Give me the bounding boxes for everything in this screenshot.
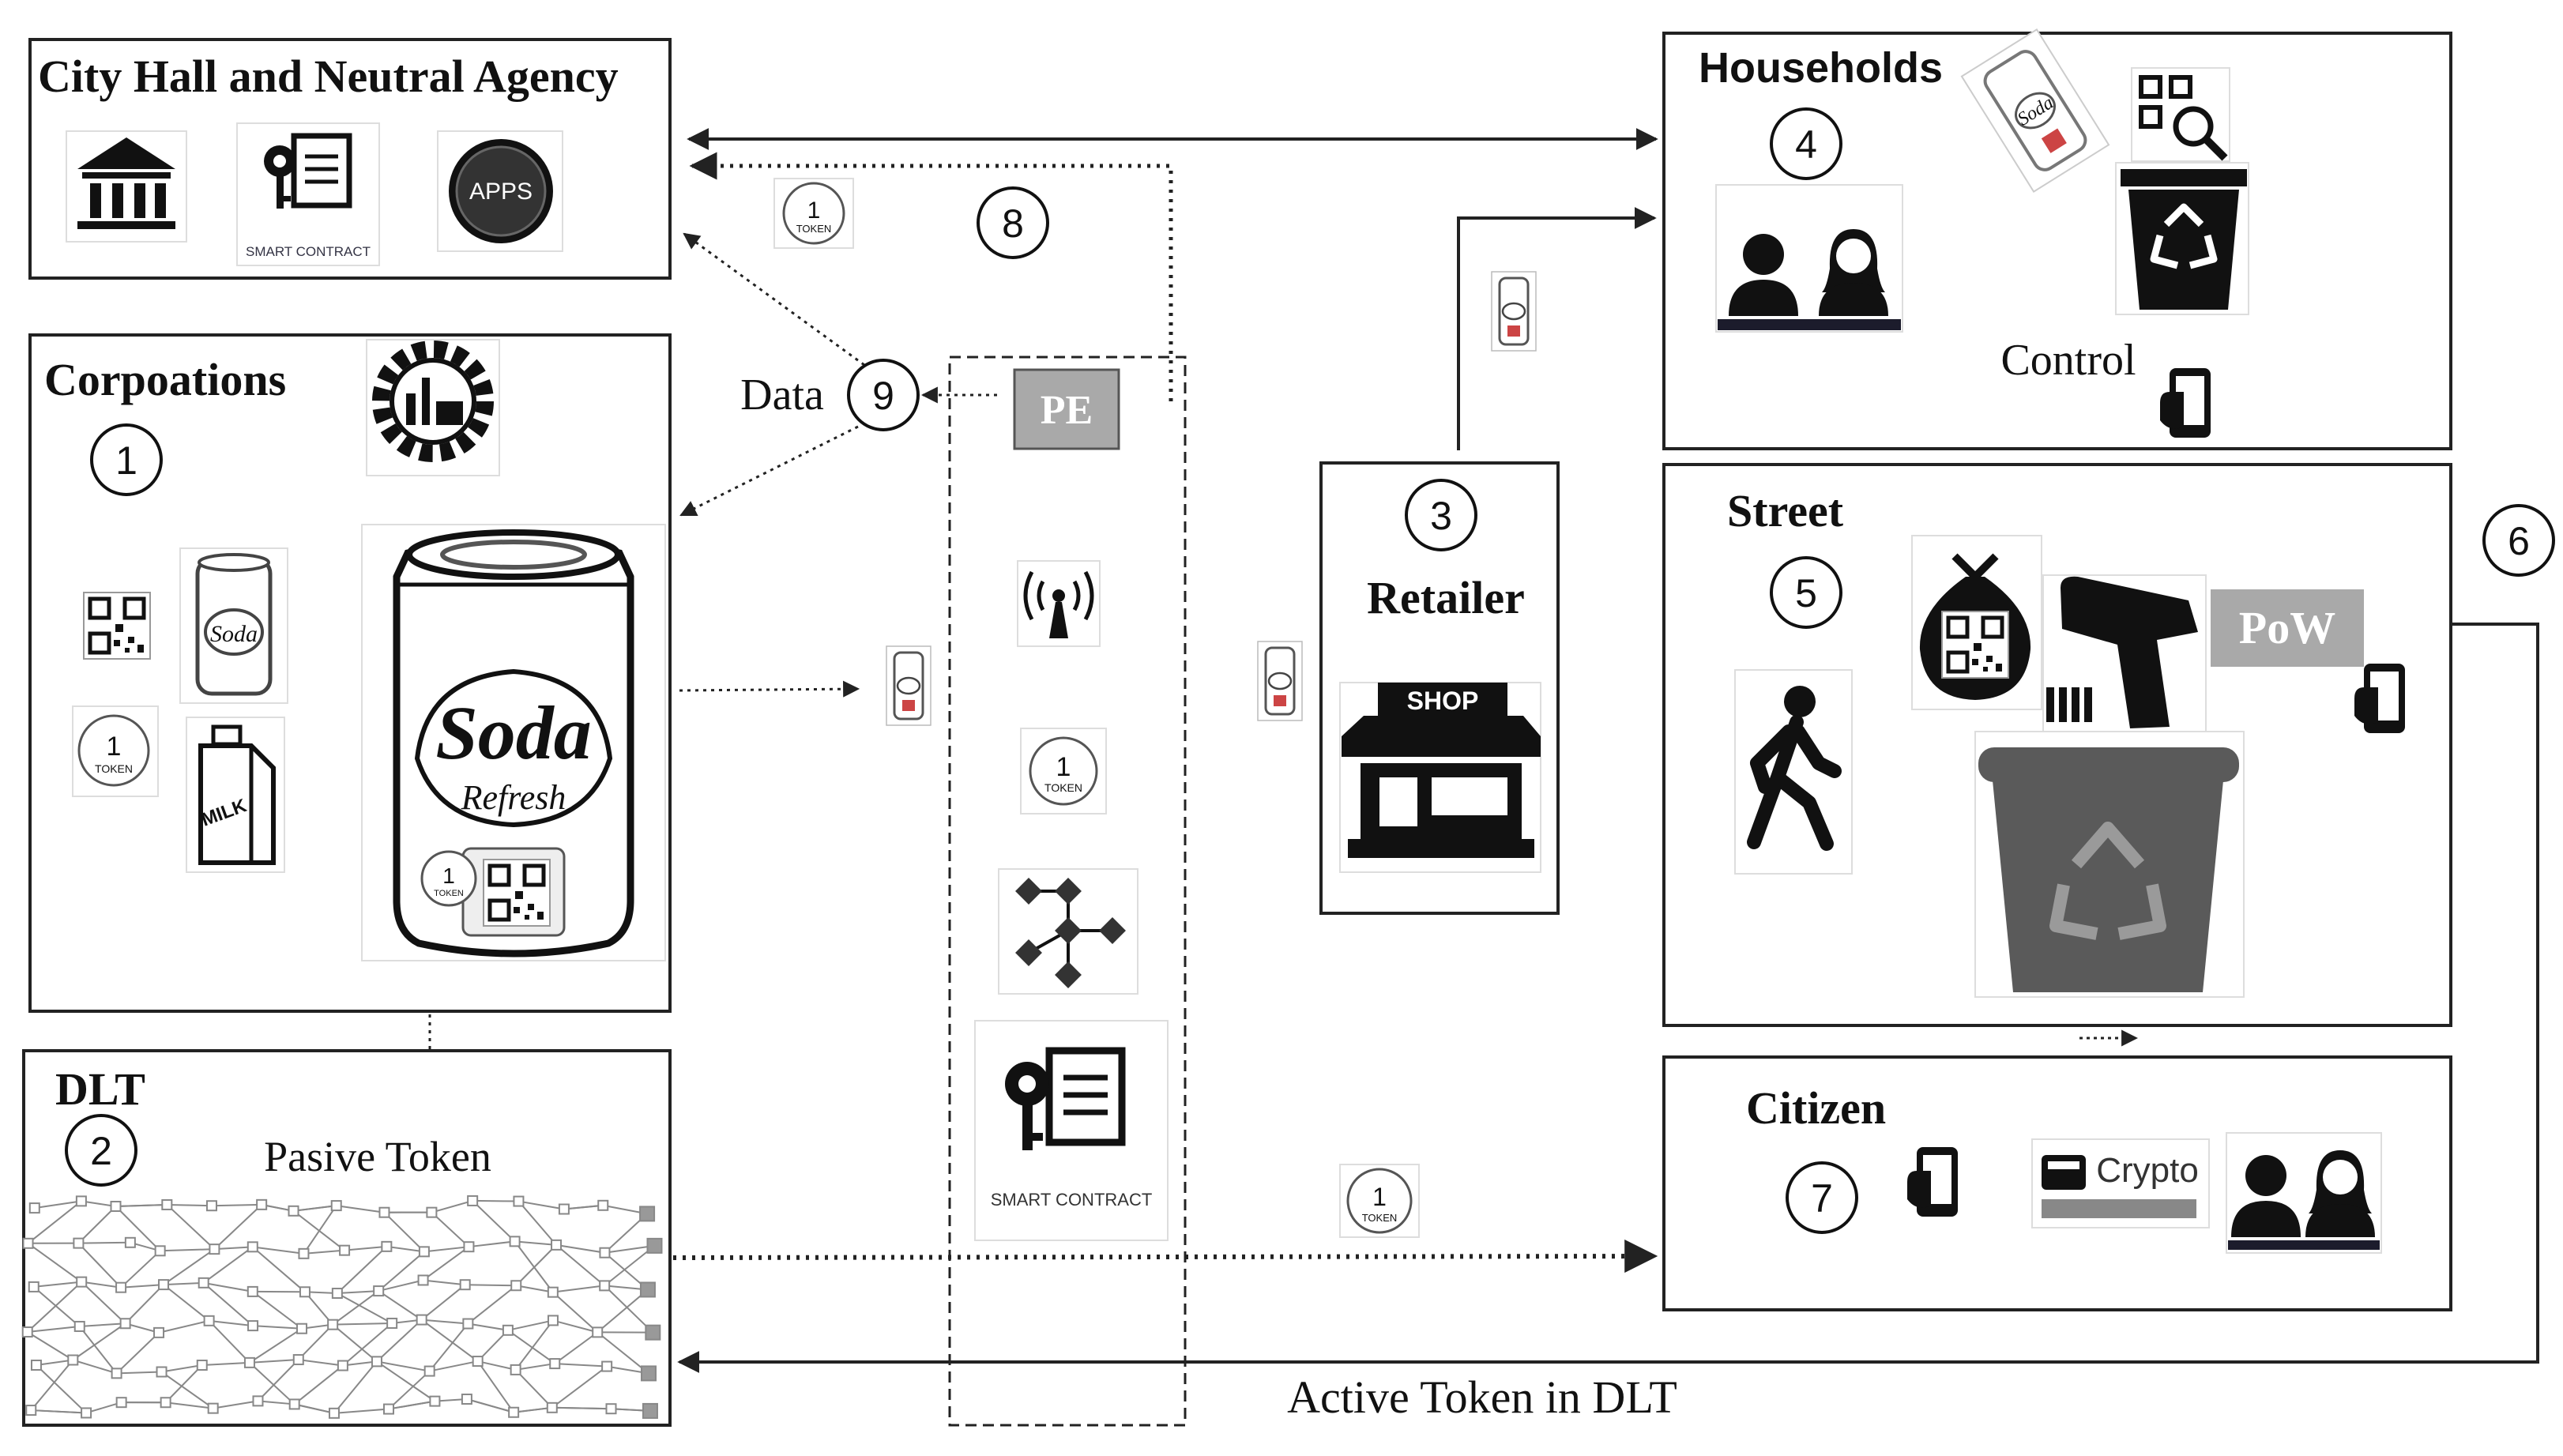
citizen-people-icon bbox=[2226, 1132, 2382, 1254]
milk-carton-icon: MILK bbox=[186, 717, 285, 873]
soda-can-small-icon: Soda bbox=[179, 547, 288, 704]
svg-text:Soda: Soda bbox=[210, 621, 258, 647]
can-icon-retailer-flow bbox=[1256, 640, 1304, 722]
svg-text:Refresh: Refresh bbox=[461, 778, 566, 817]
blockchain-nodes-icon bbox=[998, 868, 1138, 995]
svg-text:TOKEN: TOKEN bbox=[95, 762, 133, 775]
apps-icon: APPS bbox=[437, 130, 563, 252]
arrow-retailer-households bbox=[1457, 207, 1657, 450]
svg-text:8: 8 bbox=[1002, 201, 1024, 246]
step-1: 1 bbox=[90, 423, 163, 496]
can-icon-corporations-flow bbox=[885, 645, 932, 727]
retailer-title: Retailer bbox=[1367, 572, 1525, 623]
svg-text:1: 1 bbox=[1372, 1183, 1387, 1211]
svg-text:4: 4 bbox=[1795, 122, 1817, 167]
recycle-bin-icon bbox=[2115, 162, 2249, 315]
svg-text:SMART CONTRACT: SMART CONTRACT bbox=[246, 244, 371, 259]
arrow-active-token-loop bbox=[677, 623, 2539, 1373]
step-8: 8 bbox=[977, 186, 1049, 259]
svg-text:SHOP: SHOP bbox=[1407, 687, 1479, 715]
street-title: Street bbox=[1727, 485, 1844, 536]
svg-text:Soda: Soda bbox=[435, 690, 591, 775]
household-people-icon bbox=[1715, 184, 1903, 333]
connectors bbox=[421, 128, 2539, 1373]
step-5: 5 bbox=[1770, 556, 1842, 629]
step-2: 2 bbox=[65, 1114, 137, 1187]
shop-icon: SHOP bbox=[1339, 682, 1541, 873]
arrow-corporations-can bbox=[679, 680, 860, 698]
box-retailer: 3 Retailer SHOP bbox=[1319, 461, 1560, 915]
token-icon-corporations: 1 TOKEN bbox=[72, 705, 159, 797]
street-recycle-bin-icon bbox=[1974, 731, 2245, 998]
qr-search-icon bbox=[2131, 67, 2230, 162]
control-label: Control bbox=[2000, 336, 2136, 385]
step-7: 7 bbox=[1786, 1161, 1858, 1234]
households-title: Households bbox=[1699, 44, 1943, 92]
factory-gear-icon bbox=[366, 339, 500, 476]
crypto-wallet-icon: Crypto bbox=[2031, 1138, 2210, 1228]
svg-text:APPS: APPS bbox=[469, 179, 533, 205]
arrow-data-cityhall bbox=[683, 232, 865, 367]
box-street: Street 5 PoW bbox=[1662, 463, 2452, 1027]
svg-text:TOKEN: TOKEN bbox=[434, 889, 464, 898]
arrow-dlt-citizen bbox=[672, 1240, 1658, 1274]
blockchain-network-graphic bbox=[21, 1195, 663, 1419]
svg-text:3: 3 bbox=[1430, 494, 1452, 538]
data-label: Data bbox=[740, 371, 824, 419]
svg-text:PoW: PoW bbox=[2239, 602, 2335, 653]
token-icon-step8: 1 TOKEN bbox=[773, 178, 854, 249]
active-token-label: Active Token in DLT bbox=[1287, 1371, 1677, 1423]
svg-text:1: 1 bbox=[115, 438, 137, 483]
svg-text:TOKEN: TOKEN bbox=[1044, 781, 1082, 794]
svg-text:1: 1 bbox=[107, 732, 122, 762]
smart-contract-icon-pe: SMART CONTRACT bbox=[974, 1020, 1169, 1241]
step-9: 9 bbox=[847, 359, 920, 431]
box-citizen: Citizen 7 Crypto bbox=[1662, 1055, 2452, 1311]
svg-text:9: 9 bbox=[872, 374, 894, 418]
citizen-title: Citizen bbox=[1746, 1082, 1886, 1134]
box-dlt: DLT 2 Pasive Token bbox=[21, 1049, 672, 1427]
svg-text:7: 7 bbox=[1811, 1176, 1833, 1221]
arrow-data-corporations bbox=[679, 425, 859, 517]
arrow-step8-to-cityhall bbox=[689, 152, 1173, 401]
svg-text:Crypto: Crypto bbox=[2096, 1151, 2199, 1190]
soda-can-tilted-icon: Soda bbox=[1960, 28, 2110, 193]
corporations-title: Corpoations bbox=[44, 354, 286, 405]
svg-text:6: 6 bbox=[2508, 519, 2530, 563]
svg-text:2: 2 bbox=[90, 1129, 112, 1173]
box-corporations: Corpoations 1 Soda 1 TOKEN bbox=[28, 333, 672, 1013]
pe-box: PE bbox=[1013, 368, 1120, 450]
soda-can-large-icon: Soda Refresh 1 TOKEN bbox=[361, 524, 666, 961]
can-icon-households-flow bbox=[1490, 270, 1537, 352]
garbage-bag-icon bbox=[1911, 535, 2042, 710]
walking-person-icon bbox=[1734, 669, 1853, 875]
box-city-hall: City Hall and Neutral Agency SMART CONTR… bbox=[28, 38, 672, 280]
antenna-icon bbox=[1017, 560, 1101, 647]
box-households: Households 4 Soda bbox=[1662, 28, 2452, 450]
svg-text:1: 1 bbox=[1056, 752, 1071, 782]
dlt-title: DLT bbox=[55, 1063, 145, 1115]
svg-text:SMART CONTRACT: SMART CONTRACT bbox=[991, 1190, 1153, 1210]
city-hall-title: City Hall and Neutral Agency bbox=[38, 51, 619, 102]
svg-text:TOKEN: TOKEN bbox=[796, 223, 832, 235]
bank-icon bbox=[66, 130, 187, 243]
token-icon-dlt-flow: 1 TOKEN bbox=[1339, 1164, 1420, 1238]
smart-contract-icon: SMART CONTRACT bbox=[236, 122, 380, 266]
pow-box: PoW bbox=[2211, 589, 2364, 667]
svg-text:PE: PE bbox=[1041, 388, 1093, 433]
step-3: 3 bbox=[1405, 479, 1477, 551]
svg-text:5: 5 bbox=[1795, 571, 1817, 615]
pe-column: PE 1 TOKEN bbox=[948, 356, 1187, 1427]
svg-text:1: 1 bbox=[442, 863, 455, 888]
step-6: 6 bbox=[2482, 504, 2555, 577]
token-icon-pe: 1 TOKEN bbox=[1020, 728, 1107, 815]
svg-text:TOKEN: TOKEN bbox=[1362, 1212, 1398, 1224]
step-4: 4 bbox=[1770, 107, 1842, 180]
barcode-scanner-icon bbox=[2042, 574, 2207, 737]
pasive-token-label: Pasive Token bbox=[264, 1133, 491, 1180]
qr-code-icon bbox=[84, 593, 150, 659]
svg-text:1: 1 bbox=[807, 198, 821, 224]
